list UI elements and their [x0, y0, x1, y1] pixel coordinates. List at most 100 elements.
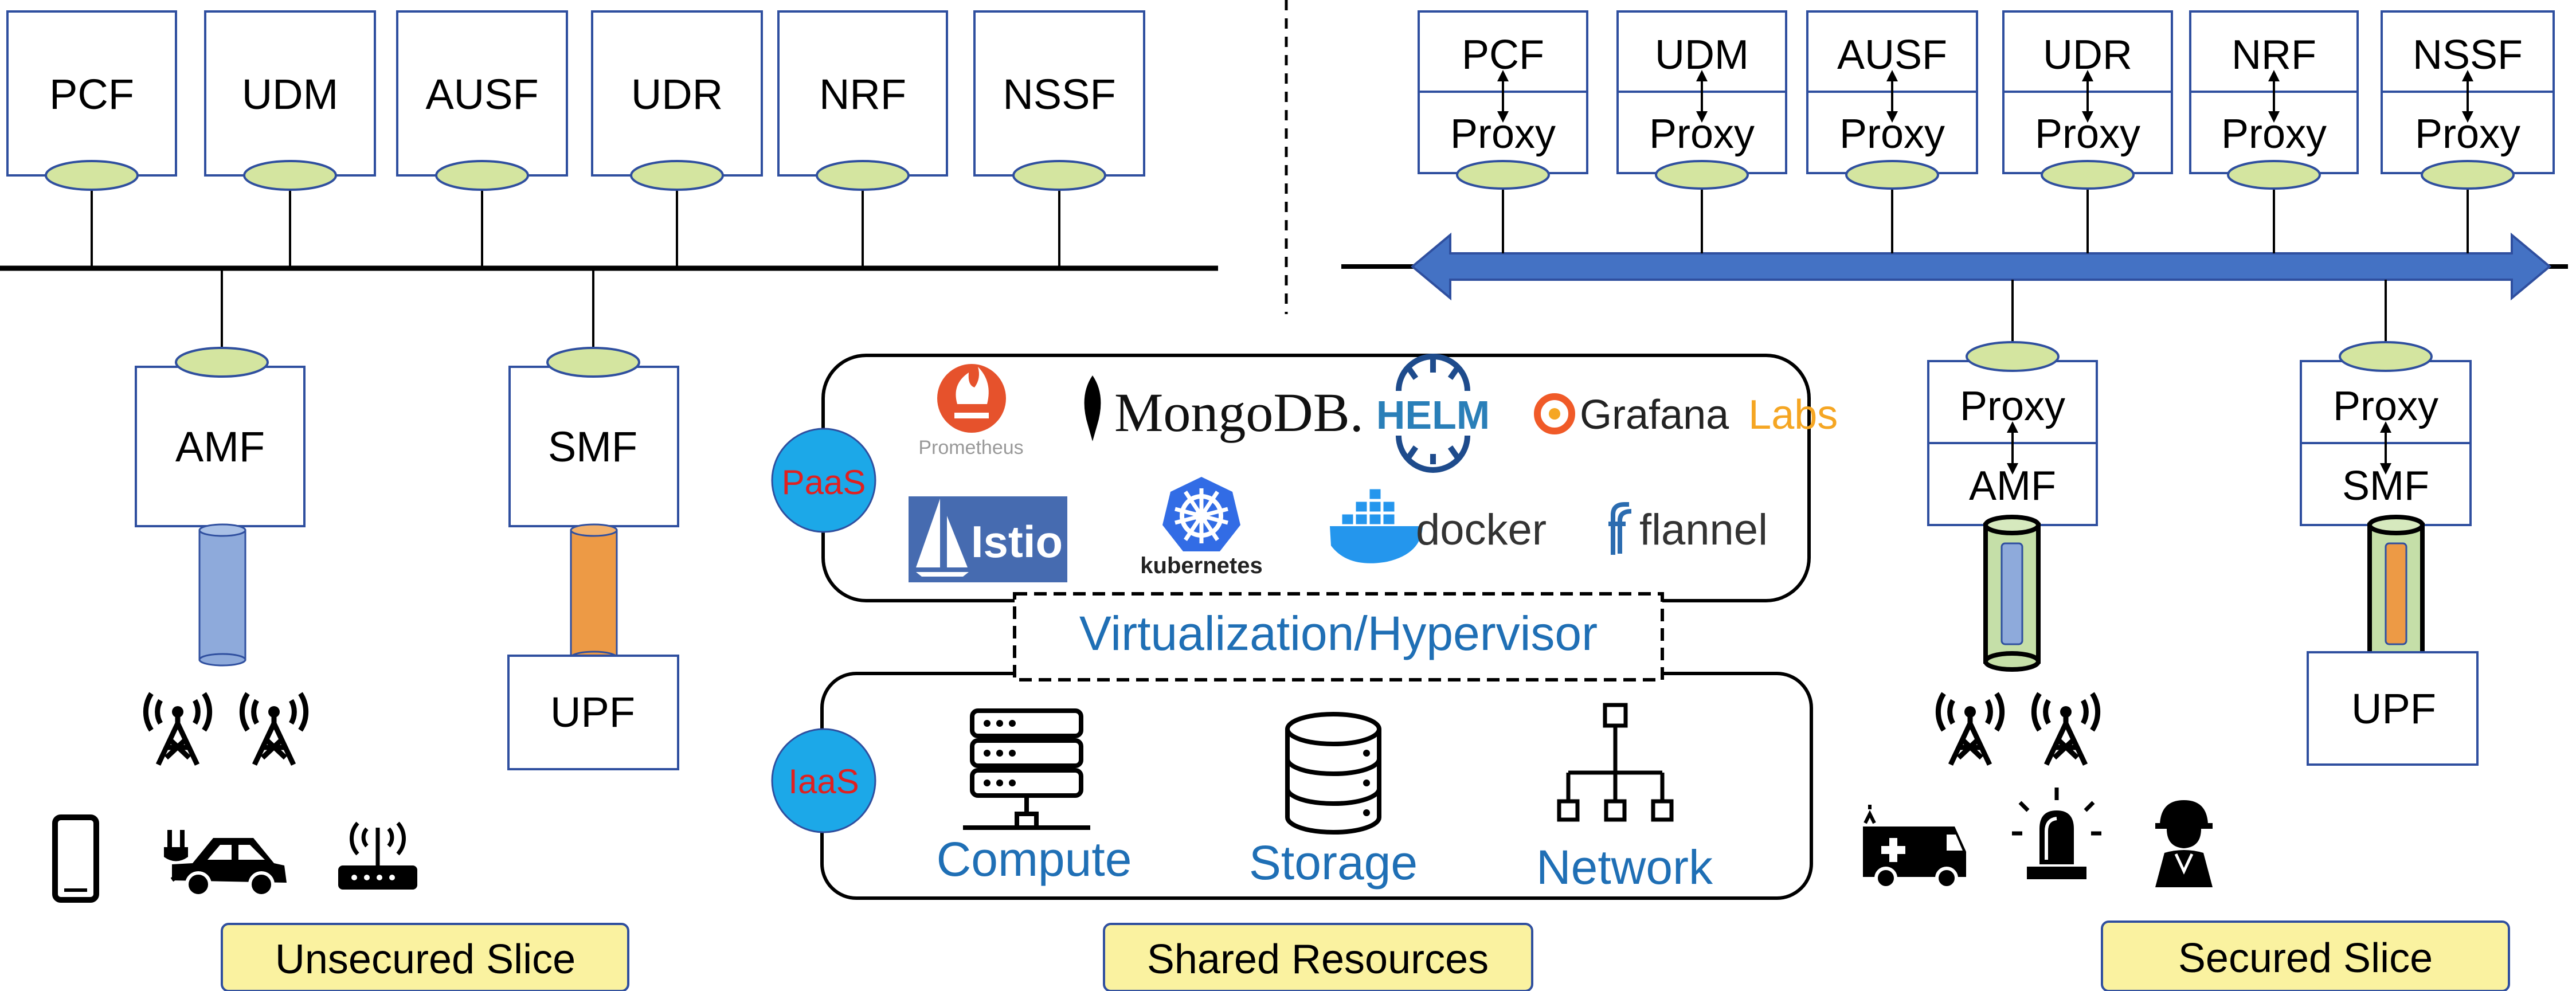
secured-smf-label: SMF — [2342, 463, 2429, 509]
proxy-interface — [1655, 160, 1749, 190]
left-smf: SMF — [508, 268, 679, 527]
secured-amf-label: AMF — [1969, 463, 2056, 509]
shared-resources-caption: Shared Resources — [1103, 923, 1533, 991]
nf-label: PCF — [1462, 32, 1544, 78]
helm-logo: HELM — [1376, 354, 1490, 473]
nf-label: UDM — [242, 70, 339, 118]
svg-text:flannel: flannel — [1639, 506, 1768, 554]
amf-proxy-label: Proxy — [1960, 383, 2065, 429]
upf-label: UPF — [550, 688, 635, 736]
nf-label: NRF — [2232, 32, 2316, 78]
proxy-interface — [2227, 160, 2321, 190]
smartphone-icon — [52, 814, 99, 903]
service-mesh-bus-arrow — [1410, 232, 2552, 301]
left-upf: UPF — [507, 655, 679, 770]
secured-upf: UPF — [2307, 651, 2479, 766]
secured-nf-nrf: NRF Proxy — [2189, 10, 2359, 253]
secured-nf-udr: UDR Proxy — [2002, 10, 2173, 253]
compute-server-icon — [963, 708, 1090, 830]
svg-text:HELM: HELM — [1376, 393, 1490, 437]
nf-label: AUSF — [1837, 32, 1947, 78]
nf-label: NSSF — [2413, 32, 2523, 78]
svg-text:Prometheus: Prometheus — [918, 437, 1023, 459]
wifi-router-icon — [338, 821, 417, 890]
proxy-interface — [2041, 160, 2135, 190]
network-label: Network — [1536, 840, 1713, 894]
nf-interface — [45, 160, 139, 191]
proxy-label: Proxy — [1839, 111, 1945, 157]
kubernetes-logo: kubernetes — [1140, 477, 1263, 578]
storage-label: Storage — [1249, 836, 1418, 890]
svg-text:kubernetes: kubernetes — [1140, 553, 1262, 578]
svg-text:Secured Slice: Secured Slice — [2178, 935, 2433, 981]
nf-label: UDM — [1655, 32, 1749, 78]
secured-upf-label: UPF — [2351, 685, 2436, 733]
cell-tower-icon — [2031, 692, 2101, 766]
virtualization-label: Virtualization/Hypervisor — [1079, 606, 1598, 660]
compute-label: Compute — [937, 832, 1132, 886]
nf-label: PCF — [49, 70, 134, 118]
paas-badge — [771, 428, 876, 533]
cell-tower-icon — [1935, 692, 2005, 766]
secured-nf-ausf: AUSF Proxy — [1806, 10, 1978, 253]
amf-tunnel-cylinder — [198, 523, 246, 667]
proxy-label: Proxy — [1450, 111, 1556, 157]
nf-nrf: NRF — [777, 10, 948, 268]
nf-label: UDR — [2043, 32, 2132, 78]
svg-text:Istio: Istio — [971, 516, 1063, 567]
shared-resources: PaaS Prometheus MongoDB. HELM Gr — [771, 354, 1838, 991]
secured-slice-caption: Secured Slice — [2101, 921, 2510, 991]
first-responder-icon — [2155, 800, 2213, 887]
emergency-siren-icon — [2012, 788, 2101, 879]
virtualization-layer — [1013, 592, 1664, 681]
iaas-badge — [771, 728, 876, 833]
unsecured-slice-caption: Unsecured Slice — [221, 923, 629, 991]
proxy-label: Proxy — [2035, 111, 2140, 157]
secured-slice: PCF Proxy UDM Proxy AUSF Proxy UDR Proxy NRF Prox… — [1341, 10, 2568, 991]
nf-label: UDR — [631, 70, 723, 118]
nf-interface — [1012, 160, 1106, 191]
proxy-label: Proxy — [1649, 111, 1755, 157]
nf-interface — [435, 160, 529, 191]
network-topology-icon — [1557, 703, 1674, 822]
nf-udr: UDR — [591, 10, 763, 268]
amf-interface — [175, 347, 269, 378]
smf-label: SMF — [548, 423, 637, 471]
nf-nssf: NSSF — [973, 10, 1145, 268]
proxy-label: Proxy — [2221, 111, 2327, 157]
right-nf-row: PCF Proxy UDM Proxy AUSF Proxy UDR Proxy NRF Prox… — [1418, 10, 2555, 253]
paas-label: PaaS — [782, 463, 866, 502]
nf-interface — [816, 160, 910, 191]
secured-nf-udm: UDM Proxy — [1616, 10, 1787, 253]
secured-amf-tunnel-cylinder — [1983, 515, 2041, 672]
proxy-label: Proxy — [2415, 111, 2520, 157]
flannel-logo: flannel — [1608, 502, 1768, 555]
nf-pcf: PCF — [6, 10, 177, 268]
prometheus-logo: Prometheus — [918, 364, 1024, 459]
secured-smf-upf-tunnel-cylinder — [2367, 515, 2425, 672]
nf-label: NRF — [819, 70, 906, 118]
secured-nf-pcf: PCF Proxy — [1418, 10, 1588, 253]
svg-text:Grafana Labs: Grafana Labs — [1580, 392, 1838, 438]
nf-interface — [630, 160, 724, 191]
mongodb-logo: MongoDB. — [1084, 375, 1364, 443]
upf-box — [507, 655, 679, 770]
docker-logo: docker — [1330, 487, 1547, 563]
cell-tower-icon — [143, 692, 213, 766]
secured-smf: Proxy SMF — [2300, 280, 2472, 526]
secured-nf-nssf: NSSF Proxy — [2381, 10, 2555, 253]
smf-upf-tunnel-cylinder — [570, 523, 618, 664]
svg-text:Shared Resources: Shared Resources — [1147, 937, 1489, 982]
nf-interface — [243, 160, 337, 191]
proxy-interface — [2421, 160, 2515, 190]
smf-box — [508, 366, 679, 527]
nf-udm: UDM — [204, 10, 376, 268]
storage-database-icon — [1285, 712, 1381, 835]
left-amf: AMF — [135, 268, 306, 527]
secured-amf: Proxy AMF — [1927, 280, 2098, 526]
svg-text:docker: docker — [1416, 506, 1547, 554]
istio-logo: Istio — [909, 496, 1067, 582]
